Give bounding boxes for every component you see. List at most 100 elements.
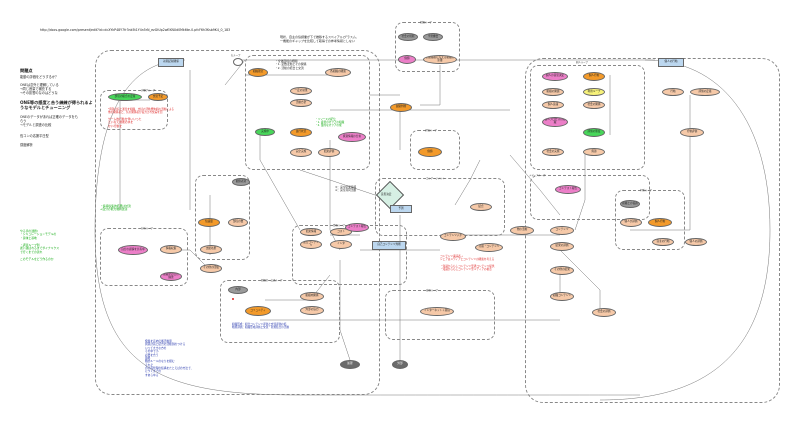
node-info-collect[interactable]: 情報収集 — [160, 245, 182, 254]
node-org-coop[interactable]: 組織との協調 — [620, 200, 640, 208]
node-junction-a[interactable] — [233, 58, 243, 66]
node-behavior-eval[interactable]: 行動評価 — [680, 128, 704, 137]
node-cost[interactable]: コスト — [330, 228, 352, 236]
bottom-note: 組織形成：組合コンテンツ評価と交流評価の結 動態評価：組織形成評価と交流・新規結… — [232, 323, 290, 330]
group-support — [195, 175, 250, 260]
group-right-inner — [530, 65, 645, 170]
node-community[interactable]: コミュニティ — [245, 306, 271, 316]
node-self-action[interactable]: 自主の行動 — [652, 238, 674, 246]
node-personal-decision[interactable]: 個人の意思決定 — [542, 72, 568, 81]
group-org-loop: 組織ループ — [395, 21, 460, 72]
node-learning[interactable]: 学習機会 — [423, 33, 443, 41]
note-green: やる手の課題) ・シミュレーションモデルの ・意味と基地 ・調査ループ例 遅い運… — [20, 229, 60, 261]
node-social-eval[interactable]: 社会の評価 — [592, 308, 616, 317]
note-q4: ONEのデータがあれば正確のデータをも らう →モデルと調査の比較 — [20, 115, 78, 127]
node-predict[interactable]: 予測 — [390, 205, 412, 213]
node-pink1[interactable]: 自分の感情を共有ゆ — [118, 245, 148, 255]
node-personal-action[interactable]: 個人の行動 — [658, 58, 684, 67]
node-behavior[interactable]: 行動 — [662, 88, 684, 96]
node-contest-right[interactable]: コンテスト報告 — [555, 185, 581, 194]
node-self-content[interactable]: 自己コンテンツ判断 — [372, 241, 406, 250]
node-initial-record[interactable]: 初期記録関係 — [158, 58, 184, 67]
red-dot — [232, 298, 234, 300]
node-other-result[interactable]: その他の結果 — [550, 266, 574, 275]
node-pink2[interactable]: 組織学の合の練習 — [160, 272, 182, 281]
header-url[interactable]: http://docs.google.com/present/edit?id=d… — [40, 28, 231, 32]
left-red-note: ゲーム的行動を伴いいった といなえ前後の水を かい行動を — [108, 117, 142, 128]
node-result-eval[interactable]: 結果評価 — [318, 148, 340, 157]
node-community-gray[interactable]: 内部 — [228, 286, 248, 294]
node-process-org[interactable]: 個人プロセスの組織 — [542, 117, 568, 127]
node-decision-label: 意思決定 — [381, 193, 392, 196]
node-external-coop[interactable]: 外部の協力 — [300, 306, 324, 315]
node-status[interactable]: 進行状況 — [290, 128, 312, 137]
node-inside[interactable]: 処理 — [340, 360, 360, 369]
node-content-get[interactable]: コンテンツ入手 — [440, 232, 466, 241]
node-internal-relation[interactable]: 組織内関係 — [300, 292, 324, 301]
group-judge: 判断ループ — [615, 189, 685, 250]
node-org-philosophy[interactable]: 組織理念 — [248, 68, 268, 77]
node-result-eval-right[interactable]: 結果の評価 — [550, 242, 574, 251]
list-goals: ・全体目標の相関 ・1. 定数変動とその関係 ・2. 活動の結合と交流 — [275, 59, 307, 70]
notes-title: 問題点 — [20, 68, 33, 73]
group-experiment: 実験グループ — [100, 89, 168, 130]
node-org-content[interactable]: 組織コンテンツ — [550, 292, 574, 301]
node-org-relation[interactable]: 各組織の関連 — [325, 68, 351, 77]
node-contest-report[interactable]: コンテスト報告 — [345, 223, 369, 232]
node-resource-share[interactable]: 資源情報の分担 — [338, 132, 366, 142]
node-resource[interactable]: 資源 — [583, 148, 605, 156]
group-bottom: 組織全・交流ループ — [220, 279, 340, 343]
node-personal-eval2[interactable]: 個人の評価 — [685, 238, 707, 246]
node-dept-count[interactable]: 部局の数 — [228, 218, 248, 227]
node-other-recover[interactable]: その他の回復 — [200, 264, 222, 273]
group-media: メディアループ — [529, 174, 650, 220]
node-knowledge[interactable]: 知識量 — [198, 218, 220, 227]
node-full-exec[interactable]: 完全実施 — [290, 148, 312, 157]
node-social-norm[interactable]: 社会の規範 — [398, 33, 418, 41]
left-note1: "資源共有と運営を組織、支持の活動費体組の活動による 他の関係者と、気の関係者が… — [108, 108, 174, 115]
node-social-exec[interactable]: 社会の実施 — [542, 148, 564, 156]
node-org-link[interactable]: 組織の関連 — [542, 88, 564, 96]
node-policy[interactable]: 活動方針 — [290, 99, 312, 107]
node-personal-eval[interactable]: 個人が評価 — [620, 218, 642, 227]
node-use-loop[interactable]: 利用ループ — [583, 88, 605, 96]
node-observer[interactable]: 観察者別 — [232, 178, 250, 186]
node-social-rel[interactable]: 社会の関係 — [583, 101, 605, 109]
node-empathy[interactable]: 共感・コンテンツ — [475, 243, 503, 252]
node-attitude[interactable]: 評価の態度 — [583, 128, 605, 137]
node-result-info[interactable]: 結果情報 — [300, 228, 322, 236]
node-influence[interactable]: 他組織者に与える組織の影響 — [423, 55, 457, 64]
node-inter[interactable]: インタ — [330, 240, 352, 249]
node-value-pink[interactable]: 価値 — [398, 55, 416, 64]
group-eval-loop: 評価ループ — [410, 129, 460, 170]
top-center-note: 現状、自主の協調業が下で推移するスペイアル)グラスム、 一機能のギャップを比較し… — [280, 35, 359, 43]
node-other-activity[interactable]: 他の活動 — [510, 226, 534, 235]
note-q3: ONE等の感度と合う練練が得られるよ うなモデルとチューニング — [20, 100, 93, 111]
note-q1: 能動の評価をどうするか？ — [20, 75, 59, 79]
node-exchange[interactable]: 交流予定 — [148, 93, 168, 101]
list-info: ①：完全結果情報 ②：完全共同活動 — [335, 185, 357, 193]
node-eval-def[interactable]: 評価の定義 — [690, 88, 720, 96]
node-in-progress[interactable]: 実施中 — [255, 128, 275, 136]
note-q6: 感度解析 — [20, 143, 33, 147]
node-outside[interactable]: 外部 — [392, 360, 408, 369]
node-effect[interactable]: 一定の効果 — [290, 87, 312, 95]
node-internet[interactable]: インターネット＋環境 — [420, 307, 454, 316]
list-resource: ・リソースの配分 ・1. 感覚のオフアの組織 ・2. 量的なオフアの成 — [315, 118, 345, 128]
node-value-orange[interactable]: 価値 — [418, 147, 442, 157]
node-deploy-judge[interactable]: 展開判断 — [390, 103, 412, 112]
group-analysis: 分析ループ — [100, 227, 188, 286]
group-left-loop: 左ループ — [95, 50, 380, 395]
left-green-note2: ・情報収集的結果は対流 →自分の能力維持改善 — [100, 204, 131, 212]
group-all-loop — [245, 55, 370, 170]
node-share-emotion[interactable]: 部局の組合の定義 — [108, 93, 142, 101]
node-combine[interactable]: 結合 — [470, 203, 492, 211]
node-overall-content[interactable]: 総合コンテンツ — [300, 240, 322, 249]
note-q2: ONEは意外と理解している →同じ音量で補充する →その影響のなのはどうな — [20, 83, 59, 95]
right-note: コンテンツ講演者→ シェアはメディアとコンテンツの関連を考える ・知識からもしコ… — [440, 255, 495, 271]
node-personal-act-orange[interactable]: 個人行動 — [583, 72, 605, 81]
node-content-right[interactable]: コンテンツ — [550, 226, 574, 235]
node-awareness[interactable]: 個人意識 — [542, 101, 564, 109]
node-personal-act2[interactable]: 個人行動 — [648, 218, 672, 227]
node-support[interactable]: 支援効果 — [200, 245, 222, 254]
